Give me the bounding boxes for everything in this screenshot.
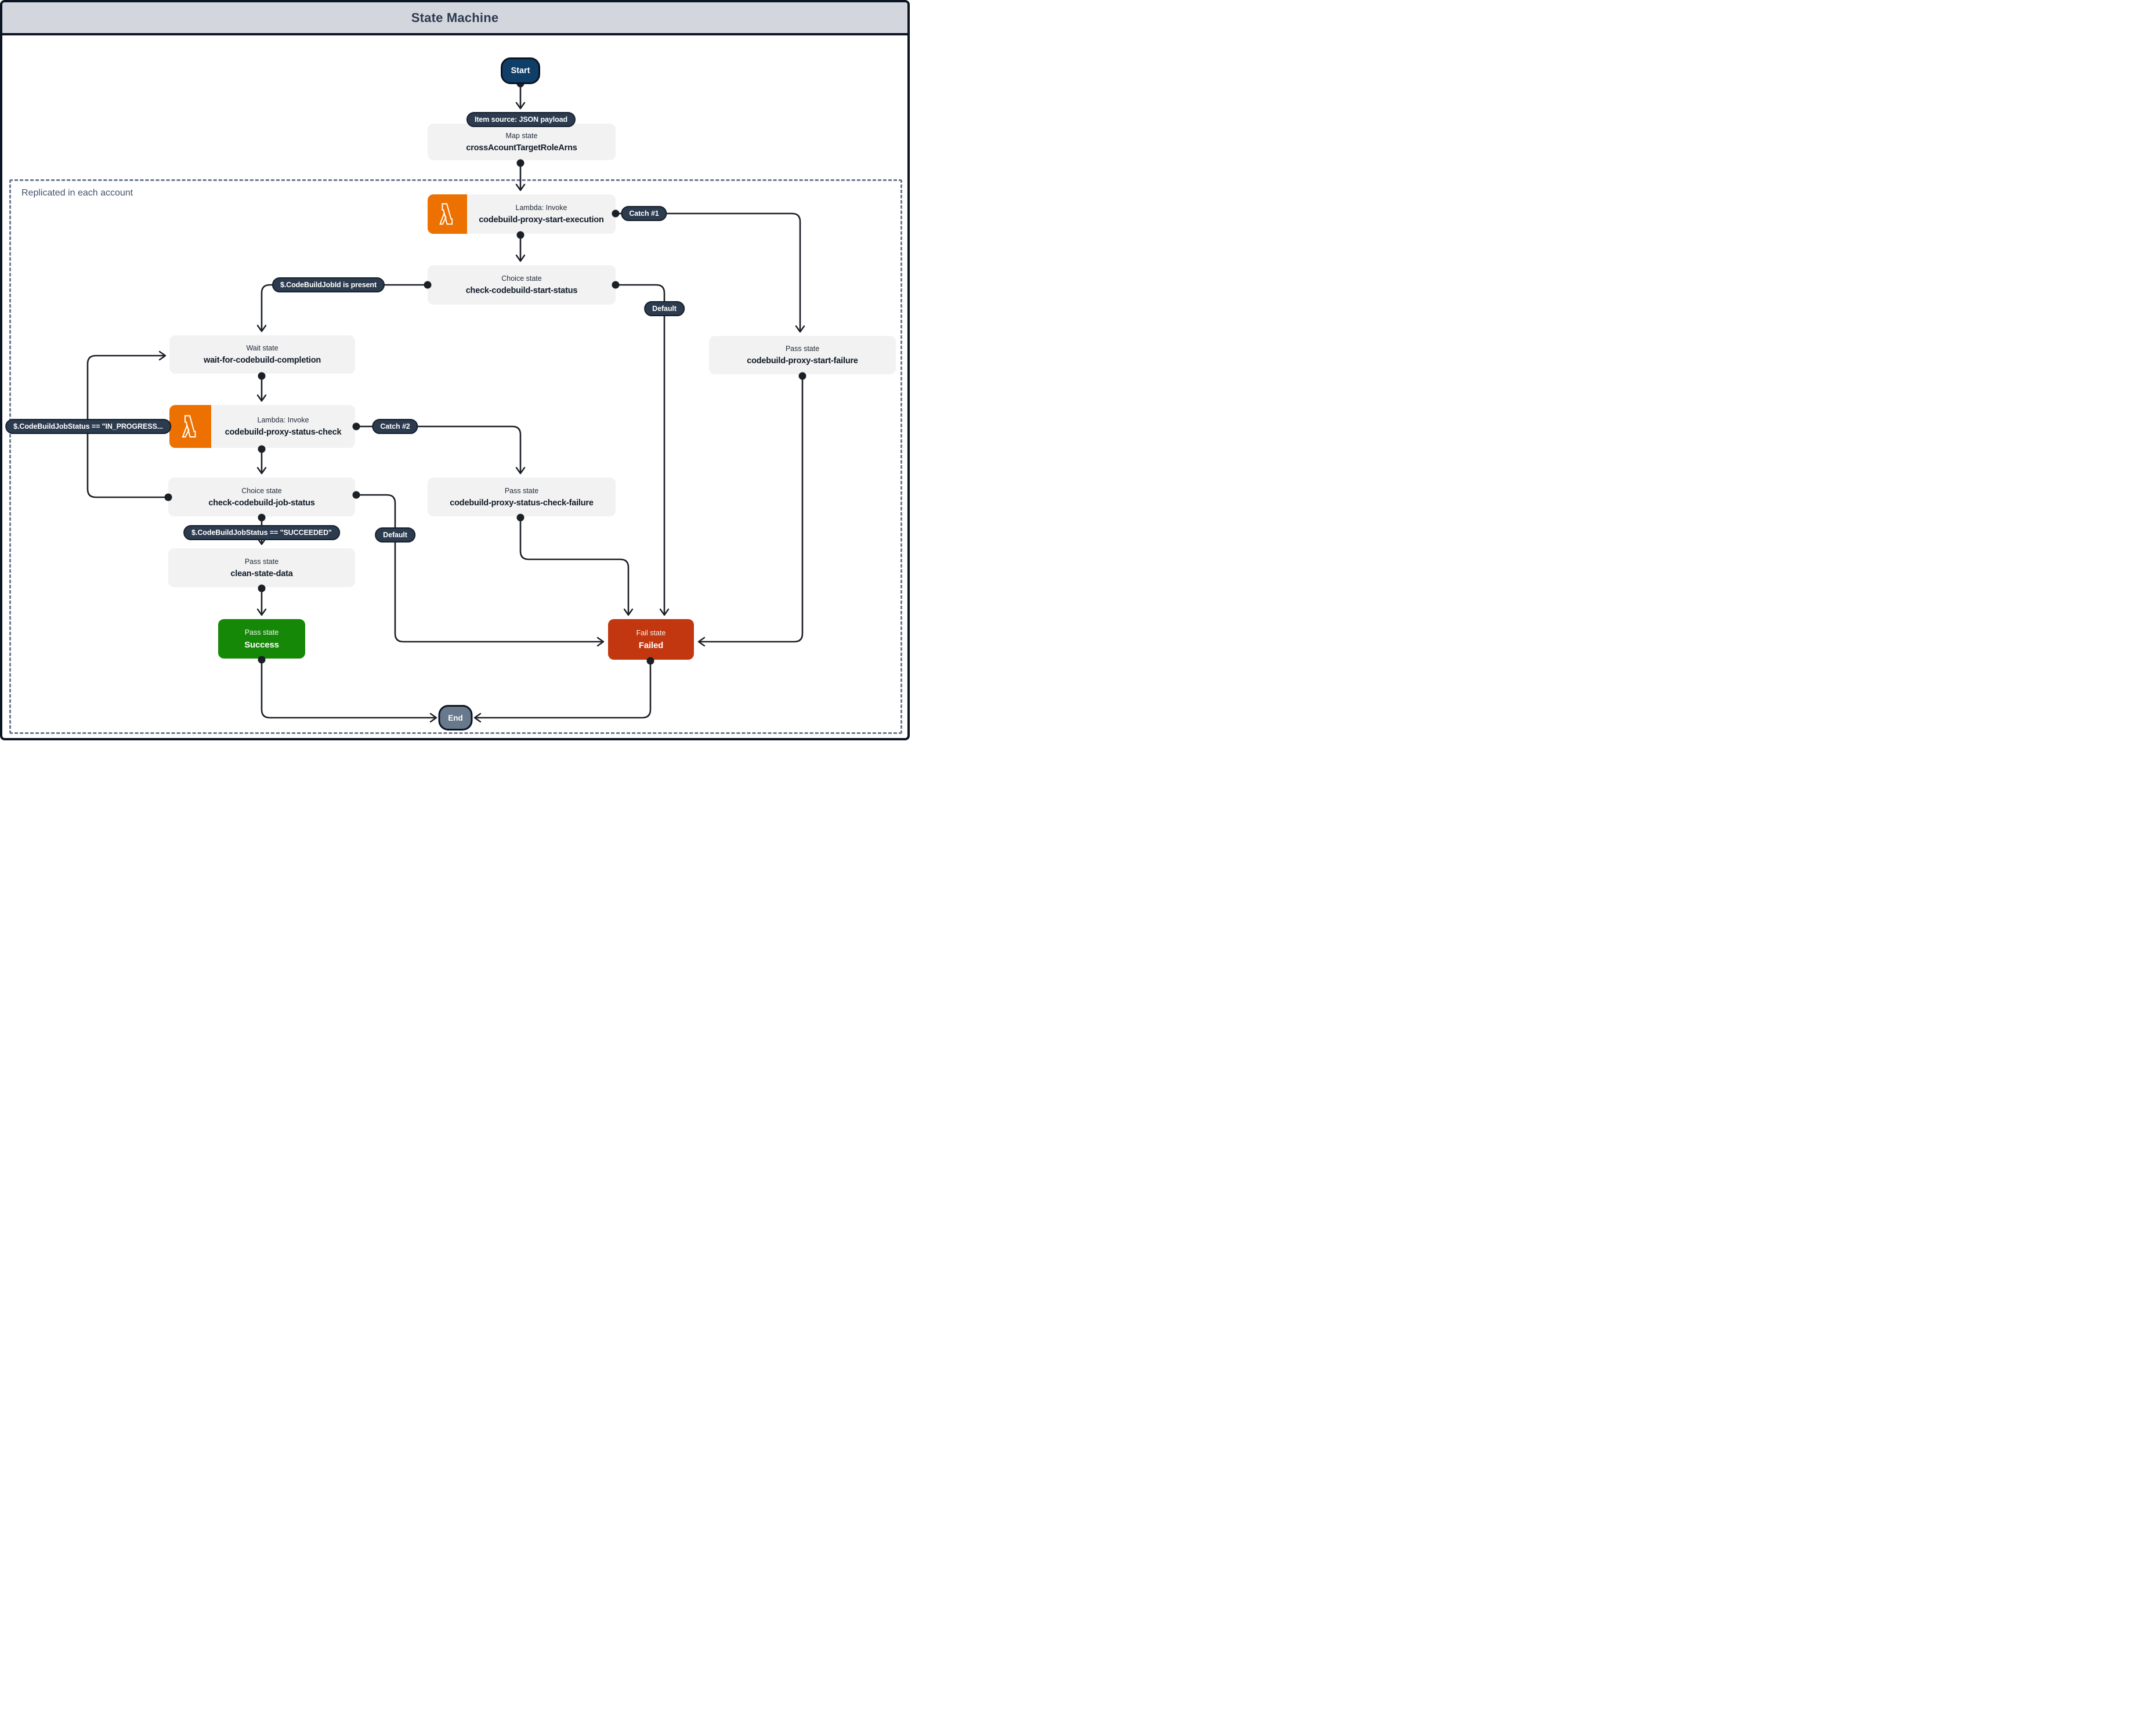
state-pass-codebuild-proxy-status-check-failure: Pass state codebuild-proxy-status-check-… xyxy=(428,478,616,516)
state-machine-diagram: State Machine Replicated in each account xyxy=(0,0,910,740)
label-default-2: Default xyxy=(375,527,415,542)
state-name-label: codebuild-proxy-status-check-failure xyxy=(450,498,594,508)
label-condition-in-progress: $.CodeBuildJobStatus == "IN_PROGRESS... xyxy=(5,419,171,434)
start-node-label: Start xyxy=(511,66,530,75)
label-condition-succeeded: $.CodeBuildJobStatus == "SUCCEEDED" xyxy=(183,525,340,540)
state-type-label: Pass state xyxy=(244,557,279,566)
state-name-label: check-codebuild-job-status xyxy=(208,498,315,508)
port-map-bottom xyxy=(516,159,525,167)
state-type-label: Pass state xyxy=(504,486,539,495)
label-condition-jobid-present: $.CodeBuildJobId is present xyxy=(272,277,385,292)
state-type-label: Choice state xyxy=(501,274,542,283)
diagram-title-bar: State Machine xyxy=(2,2,907,35)
state-name-label: codebuild-proxy-start-failure xyxy=(747,356,858,366)
state-lambda-codebuild-proxy-status-check: Lambda: Invoke codebuild-proxy-status-ch… xyxy=(169,405,355,448)
label-default-1: Default xyxy=(644,301,685,316)
lambda-icon xyxy=(428,194,467,234)
label-item-source: Item source: JSON payload xyxy=(466,112,576,127)
state-name-label: clean-state-data xyxy=(230,569,293,578)
state-wait-for-codebuild-completion: Wait state wait-for-codebuild-completion xyxy=(169,335,355,374)
diagram-title: State Machine xyxy=(411,10,499,25)
state-type-label: Map state xyxy=(505,131,538,140)
end-node: End xyxy=(438,705,473,730)
state-name-label: Success xyxy=(244,639,279,650)
state-type-label: Wait state xyxy=(246,344,278,352)
lambda-icon xyxy=(169,405,211,448)
state-name-label: check-codebuild-start-status xyxy=(465,286,578,295)
state-type-label: Pass state xyxy=(785,345,820,353)
state-type-label: Lambda: Invoke xyxy=(257,416,309,424)
state-choice-check-codebuild-start-status: Choice state check-codebuild-start-statu… xyxy=(428,265,616,305)
state-pass-clean-state-data: Pass state clean-state-data xyxy=(168,548,355,587)
state-fail-failed: Fail state Failed xyxy=(608,619,694,660)
state-pass-codebuild-proxy-start-failure: Pass state codebuild-proxy-start-failure xyxy=(709,336,896,374)
state-map-crossacount-target-role-arns: Map state crossAcountTargetRoleArns xyxy=(428,124,616,160)
start-node: Start xyxy=(501,57,540,84)
label-catch-1: Catch #1 xyxy=(621,206,667,221)
state-type-label: Fail state xyxy=(636,628,666,637)
region-label: Replicated in each account xyxy=(21,188,133,198)
state-pass-success: Pass state Success xyxy=(218,619,305,659)
label-catch-2: Catch #2 xyxy=(372,419,418,434)
state-lambda-codebuild-proxy-start-execution: Lambda: Invoke codebuild-proxy-start-exe… xyxy=(428,194,616,234)
state-type-label: Pass state xyxy=(244,628,279,636)
state-name-label: wait-for-codebuild-completion xyxy=(203,356,321,365)
state-name-label: codebuild-proxy-start-execution xyxy=(479,215,604,225)
state-name-label: codebuild-proxy-status-check xyxy=(225,428,342,437)
state-name-label: Failed xyxy=(638,640,664,650)
state-choice-check-codebuild-job-status: Choice state check-codebuild-job-status xyxy=(168,478,355,516)
state-type-label: Choice state xyxy=(241,486,282,495)
state-type-label: Lambda: Invoke xyxy=(515,204,567,212)
end-node-label: End xyxy=(448,713,463,722)
state-name-label: crossAcountTargetRoleArns xyxy=(466,143,577,153)
replicated-region-boundary: Replicated in each account xyxy=(9,179,902,734)
